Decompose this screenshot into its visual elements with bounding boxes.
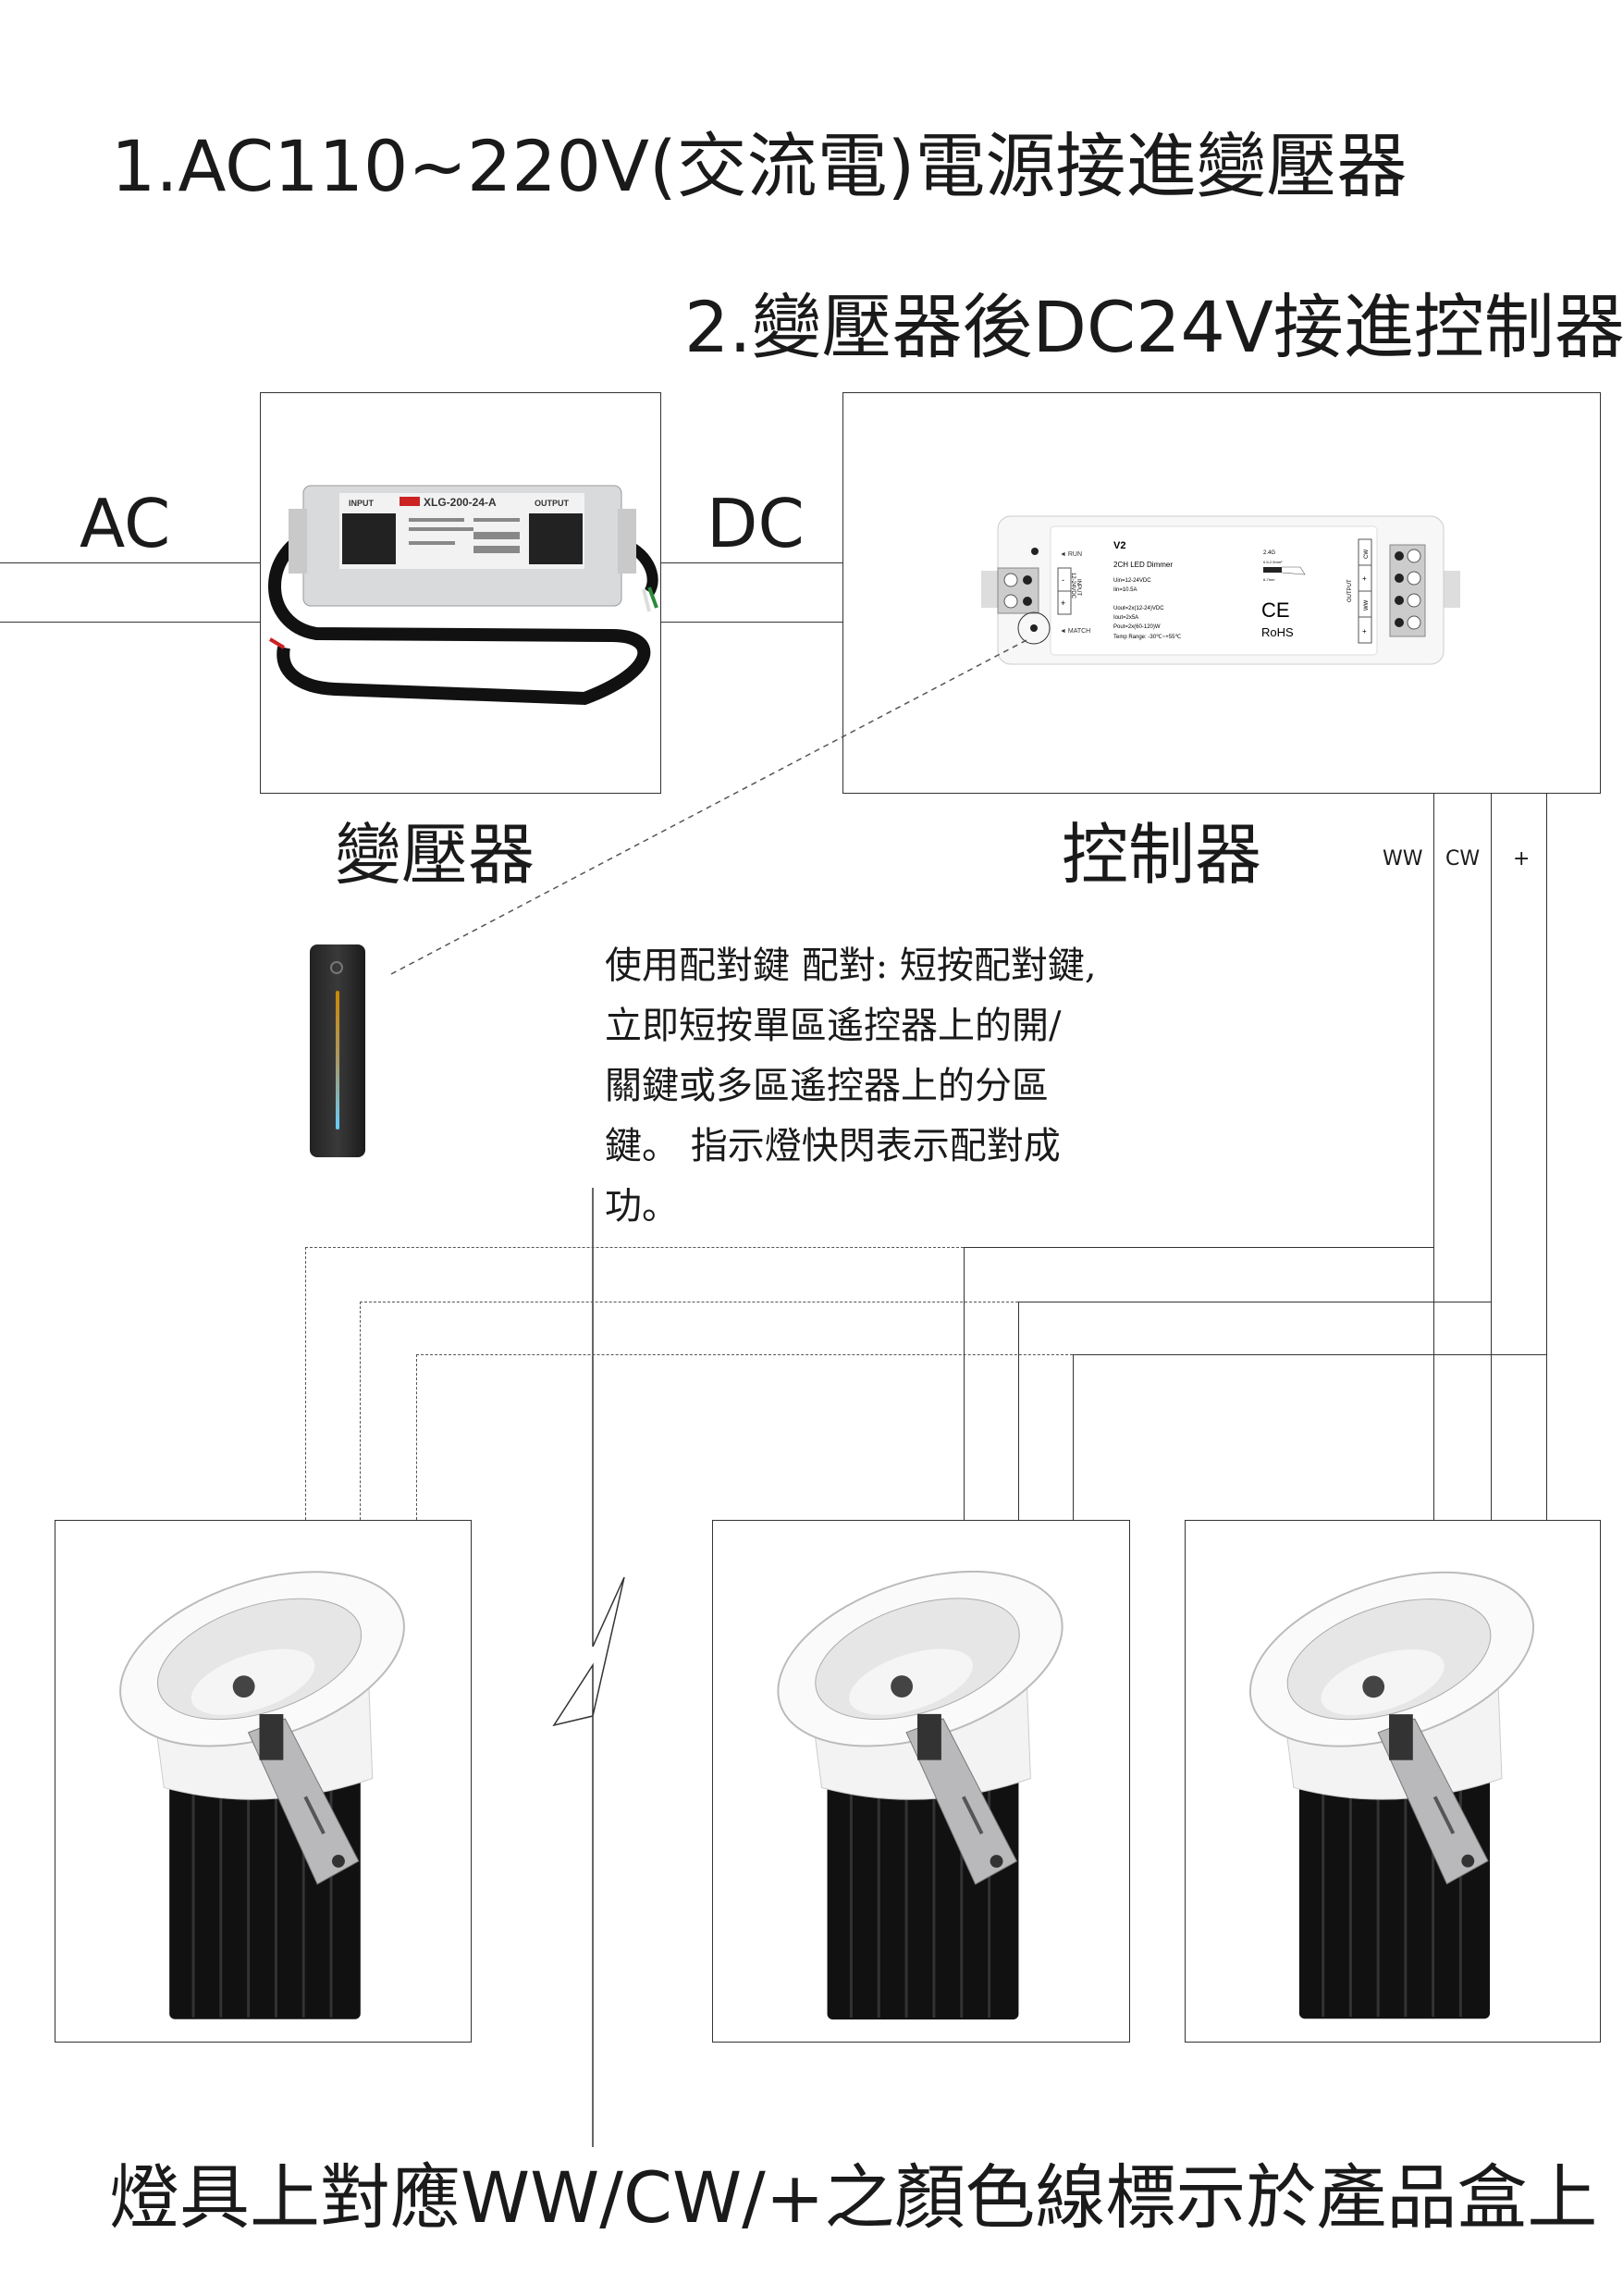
lamp2-plus-drop bbox=[1073, 1354, 1074, 1520]
dc-wire-2 bbox=[661, 622, 842, 623]
downlight-1 bbox=[55, 1520, 472, 2043]
match-button[interactable] bbox=[1030, 624, 1038, 632]
controller-image: ◄ RUN ◄ MATCH - + INPUT 12-24VDC V2 2CH … bbox=[981, 515, 1460, 665]
uout-text: Uout=2x(12-24)VDC bbox=[1113, 606, 1164, 611]
out-plus-text: + bbox=[1362, 574, 1367, 583]
transformer-box: INPUT OUTPUT XLG-200-24-A bbox=[260, 392, 661, 794]
input-terminal bbox=[997, 567, 1039, 614]
step1-title: 1.AC110~220V(交流電)電源接進變壓器 bbox=[111, 125, 1408, 207]
downlight-3 bbox=[1185, 1520, 1601, 2043]
lamp2-cw-drop bbox=[1018, 1302, 1019, 1520]
iin-text: Iin=10.5A bbox=[1113, 587, 1137, 593]
note-line: 立即短按單區遙控器上的開/ bbox=[605, 1005, 1062, 1047]
plus-bus-dashed bbox=[416, 1354, 1073, 1355]
red-wire bbox=[268, 637, 286, 649]
pairing-instructions: 使用配對鍵 配對: 短按配對鍵, 立即短按單區遙控器上的開/ 關鍵或多區遙控器上… bbox=[605, 936, 1097, 1237]
wire-label-cw: CW bbox=[1445, 847, 1481, 870]
footer-note: 燈具上對應WW/CW/+之顏色線標示於產品盒上 bbox=[109, 2156, 1598, 2239]
ac-label: AC bbox=[80, 485, 171, 562]
lamp1-ww-drop bbox=[305, 1247, 306, 1520]
touch-slider bbox=[336, 991, 339, 1129]
freq-text: 2.4G bbox=[1263, 550, 1275, 556]
input-minus-text: - bbox=[1062, 575, 1064, 585]
temp-text: Temp Range: -30℃~+55℃ bbox=[1113, 635, 1181, 640]
step2-title: 2.變壓器後DC24V接進控制器 bbox=[684, 286, 1623, 368]
strip-text: 6-7mm bbox=[1263, 577, 1275, 582]
downlight-image bbox=[1248, 1571, 1535, 2019]
lamp1-plus-drop bbox=[416, 1354, 417, 1520]
input-label-text: INPUT bbox=[1076, 579, 1081, 596]
wire-label-ww: WW bbox=[1383, 847, 1423, 870]
input-plus-text: + bbox=[1061, 599, 1065, 608]
out-cw-text: CW bbox=[1364, 549, 1370, 559]
run-led bbox=[1031, 548, 1039, 555]
ww-bus-dashed bbox=[305, 1247, 964, 1248]
transformer-cable bbox=[268, 525, 651, 706]
pout-text: Pout=2x(60-120)W bbox=[1113, 624, 1161, 630]
wire-gauge-text: 0.5-2.5mm² bbox=[1263, 560, 1283, 564]
controller-label: 控制器 bbox=[1062, 816, 1262, 894]
out-plus2-text: + bbox=[1362, 627, 1367, 636]
transformer-model-text: XLG-200-24-A bbox=[424, 496, 497, 509]
controller-model-text: V2 bbox=[1113, 540, 1125, 551]
ww-wire bbox=[1433, 794, 1434, 1520]
transformer-label: 變壓器 bbox=[335, 816, 535, 894]
ac-wire-2 bbox=[0, 622, 260, 623]
note-line: 功。 bbox=[605, 1185, 679, 1228]
ce-mark: CE bbox=[1261, 599, 1290, 622]
plus-bus bbox=[1073, 1354, 1546, 1355]
out-ww-text: WW bbox=[1364, 599, 1370, 611]
ac-wire-1 bbox=[0, 562, 260, 563]
note-line: 使用配對鍵 配對: 短按配對鍵, bbox=[605, 944, 1097, 987]
uin-text: Uin=12-24VDC bbox=[1113, 578, 1151, 584]
transformer-output-text: OUTPUT bbox=[535, 499, 570, 508]
downlight-2 bbox=[712, 1520, 1130, 2043]
ww-bus bbox=[964, 1247, 1433, 1248]
pairing-dashed-line bbox=[390, 639, 1027, 975]
dc-label: DC bbox=[707, 485, 805, 562]
transformer-input-text: INPUT bbox=[349, 499, 375, 508]
power-icon bbox=[330, 961, 343, 974]
rohs-text: RoHS bbox=[1261, 625, 1294, 639]
wire-label-plus: + bbox=[1513, 847, 1531, 870]
output-label-text: OUTPUT bbox=[1347, 579, 1353, 602]
controller-name-text: 2CH LED Dimmer bbox=[1113, 561, 1173, 569]
controller-box: ◄ RUN ◄ MATCH - + INPUT 12-24VDC V2 2CH … bbox=[842, 392, 1601, 794]
input-voltage-text: 12-24VDC bbox=[1070, 573, 1076, 599]
break-symbol-line bbox=[552, 1188, 625, 2147]
dc-wire-1 bbox=[661, 562, 842, 563]
downlight-image bbox=[119, 1571, 405, 2019]
downlight-image bbox=[777, 1570, 1064, 2020]
remote-control bbox=[310, 944, 365, 1157]
lamp1-cw-drop bbox=[360, 1302, 361, 1520]
note-line: 關鍵或多區遙控器上的分區 bbox=[605, 1065, 1049, 1107]
match-text: ◄ MATCH bbox=[1060, 628, 1090, 635]
run-text: ◄ RUN bbox=[1060, 551, 1082, 558]
iout-text: Iout=2x5A bbox=[1113, 615, 1138, 621]
lamp2-ww-drop bbox=[964, 1247, 965, 1520]
cw-wire bbox=[1491, 794, 1492, 1520]
note-line: 鍵。 指示燈快閃表示配對成 bbox=[605, 1125, 1061, 1167]
plus-wire bbox=[1546, 794, 1547, 1520]
transformer-image: INPUT OUTPUT XLG-200-24-A bbox=[268, 485, 658, 706]
